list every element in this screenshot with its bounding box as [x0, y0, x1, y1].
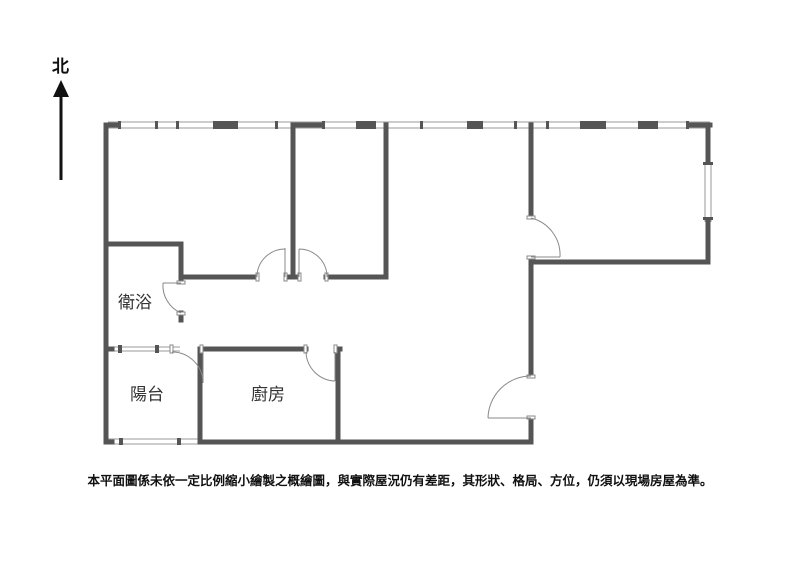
door-bedroom-left — [255, 248, 288, 282]
room-label-kitchen: 廚房 — [251, 384, 285, 405]
doors — [162, 215, 561, 420]
door-kitchen — [303, 344, 338, 382]
right-window — [703, 162, 713, 222]
door-balcony — [169, 344, 204, 384]
north-label: 北 — [52, 57, 69, 77]
door-bathroom — [162, 280, 186, 316]
top-windows — [108, 121, 710, 129]
disclaimer-text: 本平面圖係未依一定比例縮小繪製之概繪圖，與實際屋況仍有差距，其形狀、格局、方位，… — [87, 473, 713, 488]
balcony-window — [108, 438, 200, 445]
room-label-bathroom: 衛浴 — [118, 293, 152, 313]
north-arrow-head — [53, 80, 69, 97]
door-entrance — [487, 374, 536, 420]
north-arrow: 北 — [52, 57, 69, 180]
door-right-room — [526, 215, 561, 260]
bath-balcony-window — [108, 345, 180, 353]
room-label-balcony: 陽台 — [130, 385, 164, 405]
door-bedroom-middle — [297, 248, 329, 282]
walls — [103, 122, 713, 445]
